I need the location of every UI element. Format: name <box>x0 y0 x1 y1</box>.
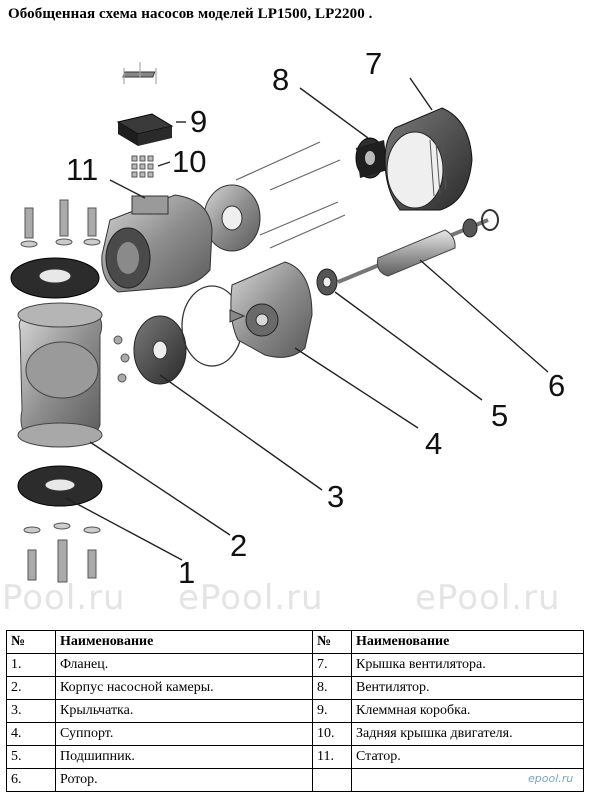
cell: 6. <box>6 768 56 792</box>
cell: 1. <box>6 653 56 677</box>
callout-10: 10 <box>172 144 206 179</box>
terminal-box <box>116 62 174 178</box>
cell: Крыльчатка. <box>55 699 313 723</box>
site-logo: epool.ru <box>528 772 574 785</box>
housing-bolts <box>113 335 130 383</box>
leader-lines <box>65 77 549 561</box>
upper-flange <box>10 257 100 299</box>
fan-cover <box>384 107 473 211</box>
exploded-pump-diagram: 1 2 3 4 5 6 7 8 9 10 11 <box>10 46 565 590</box>
flange-bolts-bottom <box>23 522 101 583</box>
rotor <box>337 209 499 284</box>
header-number-2: № <box>312 630 352 654</box>
table-row: 5. Подшипник. 11. Статор. <box>6 745 584 769</box>
rear-motor-cover <box>203 184 261 252</box>
cell: Крышка вентилятора. <box>351 653 584 677</box>
cell: 7. <box>312 653 352 677</box>
cell: Клеммная коробка. <box>351 699 584 723</box>
cell: 8. <box>312 676 352 700</box>
cell: 10. <box>312 722 352 746</box>
cell: 11. <box>312 745 352 769</box>
callout-4: 4 <box>425 426 442 461</box>
pump-chamber-housing <box>17 302 103 448</box>
stator <box>101 194 213 293</box>
header-number: № <box>6 630 56 654</box>
cell: Подшипник. <box>55 745 313 769</box>
page-title: Обобщенная схема насосов моделей LP1500,… <box>8 6 373 22</box>
callout-7: 7 <box>365 46 382 81</box>
cell: Ротор. <box>55 768 313 792</box>
watermark-left: ePool.ru <box>0 578 126 618</box>
callout-6: 6 <box>548 368 565 403</box>
table-row: 2. Корпус насосной камеры. 8. Вентилятор… <box>6 676 584 700</box>
cell: Задняя крышка двигателя. <box>351 722 584 746</box>
table-header-row: № Наименование № Наименование <box>6 630 584 654</box>
cell: Суппорт. <box>55 722 313 746</box>
callout-9: 9 <box>190 104 207 139</box>
cell: Фланец. <box>55 653 313 677</box>
table-row: 1. Фланец. 7. Крышка вентилятора. <box>6 653 584 677</box>
cell: 4. <box>6 722 56 746</box>
watermark-right: ePool.ru <box>415 578 561 618</box>
callout-1: 1 <box>178 555 195 590</box>
callout-8: 8 <box>272 62 289 97</box>
flange-bolts-top <box>20 199 101 248</box>
impeller <box>133 315 187 385</box>
parts-table: № Наименование № Наименование 1. Фланец.… <box>6 630 584 792</box>
tie-rods <box>235 141 346 249</box>
cell: Вентилятор. <box>351 676 584 700</box>
table-row: 6. Ротор. <box>6 768 584 792</box>
table-row: 4. Суппорт. 10. Задняя крышка двигателя. <box>6 722 584 746</box>
cell: 5. <box>6 745 56 769</box>
cell <box>312 768 352 792</box>
fan <box>355 137 388 179</box>
watermark-center: ePool.ru <box>178 578 324 618</box>
cell: Статор. <box>351 745 584 769</box>
table-row: 3. Крыльчатка. 9. Клеммная коробка. <box>6 699 584 723</box>
lower-flange <box>17 465 103 507</box>
bearing <box>316 268 338 296</box>
header-name-2: Наименование <box>351 630 584 654</box>
cell: 3. <box>6 699 56 723</box>
cell: 2. <box>6 676 56 700</box>
callout-5: 5 <box>491 398 508 433</box>
callout-3: 3 <box>327 479 344 514</box>
cell: Корпус насосной камеры. <box>55 676 313 700</box>
cell: 9. <box>312 699 352 723</box>
cell <box>351 768 584 792</box>
callout-11: 11 <box>66 152 98 187</box>
callout-2: 2 <box>230 528 247 563</box>
header-name: Наименование <box>55 630 313 654</box>
support <box>229 261 313 358</box>
